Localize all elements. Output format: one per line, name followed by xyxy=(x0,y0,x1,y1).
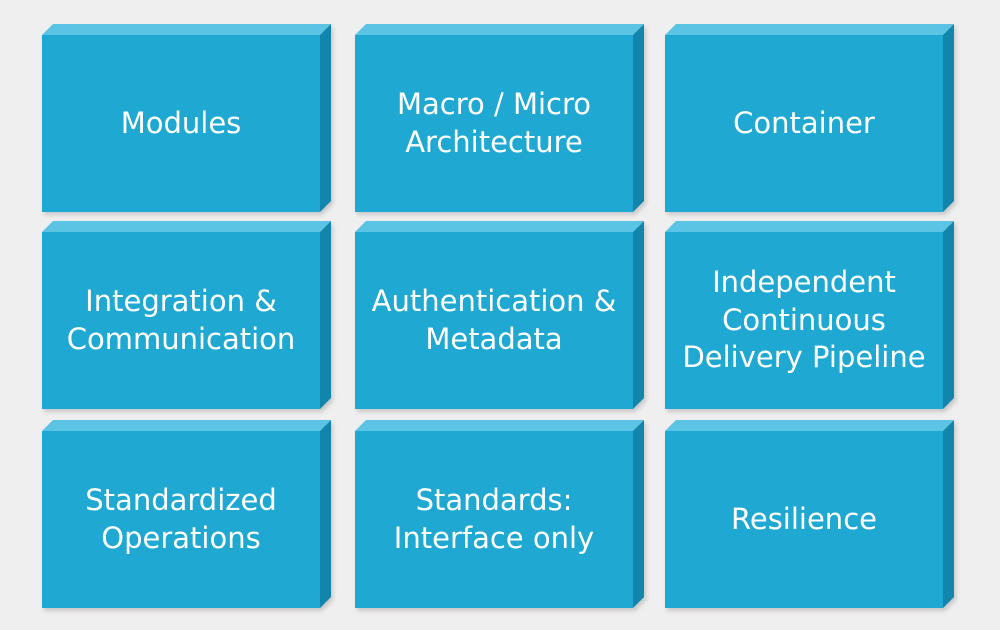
box-right-bevel xyxy=(633,221,644,409)
box-label: Macro / Micro Architecture xyxy=(396,86,592,159)
box-face: Authentication & Metadata xyxy=(355,232,633,409)
box-top-bevel xyxy=(355,221,644,232)
box-face: Standards: Interface only xyxy=(355,431,633,608)
box-right-bevel xyxy=(320,420,331,608)
box-face: Modules xyxy=(42,35,320,212)
box-label: Authentication & Metadata xyxy=(371,283,617,356)
box-face: Integration & Communication xyxy=(42,232,320,409)
box-top-bevel xyxy=(355,24,644,35)
box-standards-interface-only: Standards: Interface only xyxy=(355,420,644,608)
box-right-bevel xyxy=(633,24,644,212)
box-resilience: Resilience xyxy=(665,420,954,608)
box-authentication-metadata: Authentication & Metadata xyxy=(355,221,644,409)
box-right-bevel xyxy=(943,420,954,608)
box-face: Resilience xyxy=(665,431,943,608)
box-right-bevel xyxy=(943,221,954,409)
box-right-bevel xyxy=(320,221,331,409)
box-label: Integration & Communication xyxy=(66,283,296,356)
box-integration-communication: Integration & Communication xyxy=(42,221,331,409)
box-label: Modules xyxy=(120,105,242,140)
box-face: Macro / Micro Architecture xyxy=(355,35,633,212)
box-label: Standardized Operations xyxy=(85,482,277,555)
box-independent-continuous-delivery-pipeline: Independent Continuous Delivery Pipeline xyxy=(665,221,954,409)
box-label: Resilience xyxy=(731,501,877,536)
box-face: Container xyxy=(665,35,943,212)
box-top-bevel xyxy=(42,24,331,35)
box-macro-micro-architecture: Macro / Micro Architecture xyxy=(355,24,644,212)
box-container: Container xyxy=(665,24,954,212)
box-top-bevel xyxy=(355,420,644,431)
box-top-bevel xyxy=(665,420,954,431)
box-standardized-operations: Standardized Operations xyxy=(42,420,331,608)
box-right-bevel xyxy=(633,420,644,608)
box-top-bevel xyxy=(42,221,331,232)
box-top-bevel xyxy=(665,221,954,232)
box-label: Container xyxy=(733,105,875,140)
box-right-bevel xyxy=(320,24,331,212)
box-face: Standardized Operations xyxy=(42,431,320,608)
box-face: Independent Continuous Delivery Pipeline xyxy=(665,232,943,409)
box-modules: Modules xyxy=(42,24,331,212)
box-label: Standards: Interface only xyxy=(393,482,595,555)
box-right-bevel xyxy=(943,24,954,212)
box-label: Independent Continuous Delivery Pipeline xyxy=(682,264,926,375)
box-top-bevel xyxy=(665,24,954,35)
box-top-bevel xyxy=(42,420,331,431)
